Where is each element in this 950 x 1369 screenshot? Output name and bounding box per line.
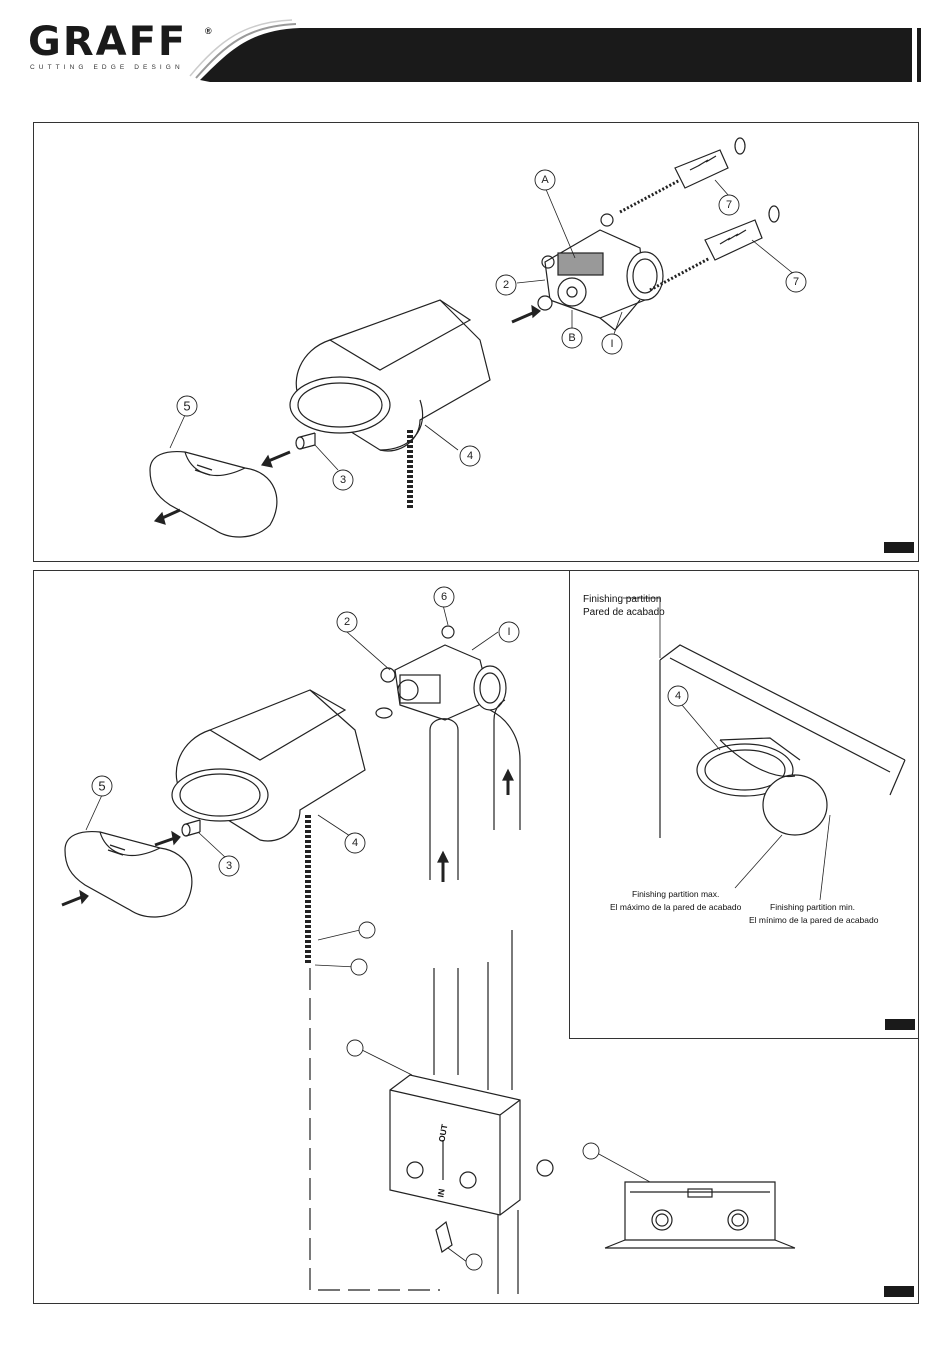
page-tab (885, 1019, 915, 1030)
panel-finishing-partition-inset (569, 570, 919, 1039)
valve-body-top (538, 214, 663, 330)
callout-I-top: I (610, 338, 613, 350)
callout-A: A (541, 174, 549, 186)
callout-2-top: 2 (503, 279, 509, 291)
callout-5-top: 5 (183, 399, 190, 414)
page-tab (884, 1286, 914, 1297)
callout-3-top: 3 (340, 474, 346, 486)
callout-B: B (568, 332, 575, 344)
callout-7a: 7 (726, 199, 732, 211)
trim-plate-top (290, 300, 490, 510)
screw-top (296, 433, 315, 449)
arrow-top-valve (512, 312, 535, 322)
callout-4-top: 4 (467, 450, 473, 462)
handle-top (150, 452, 277, 537)
callout-7b: 7 (793, 276, 799, 288)
